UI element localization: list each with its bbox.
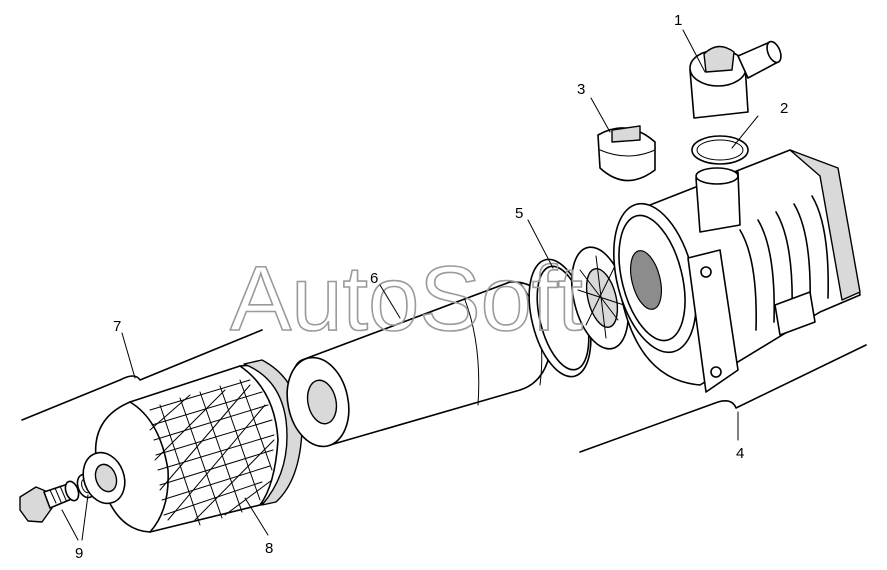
- callout-1: 1: [674, 12, 682, 29]
- filter-housing: [612, 149, 861, 393]
- bracket-4: [579, 344, 867, 453]
- callout-8: 8: [265, 540, 273, 557]
- watermark: AutoSoft: [230, 248, 583, 350]
- callout-9: 9: [75, 545, 83, 562]
- clamp-bracket: [597, 125, 656, 182]
- callout-3: 3: [577, 81, 585, 98]
- bracket-7: [21, 329, 263, 421]
- callout-2: 2: [780, 100, 788, 117]
- drain-plug: [19, 480, 80, 523]
- callout-5: 5: [515, 205, 523, 222]
- sealing-ring: [691, 135, 749, 165]
- callout-7: 7: [113, 318, 121, 335]
- callout-6: 6: [370, 270, 378, 287]
- filter-bowl: [82, 359, 303, 533]
- leader-lines: [61, 29, 759, 541]
- callout-4: 4: [736, 445, 744, 462]
- cover-cap: [689, 40, 782, 119]
